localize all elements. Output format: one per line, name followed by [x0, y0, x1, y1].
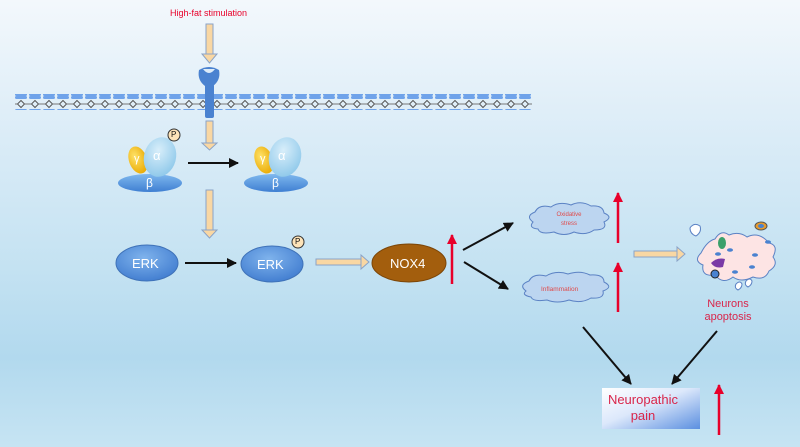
beta-label-2: β — [272, 176, 279, 190]
to-neurons-arrow — [633, 245, 686, 263]
alpha-label-2: α — [278, 148, 286, 163]
erk-phospho-badge — [291, 235, 305, 249]
oxidative-stress-cloud — [529, 202, 610, 235]
erk-to-nox4-arrow — [315, 253, 370, 271]
g-protein-complex — [244, 137, 308, 192]
beta-subunit — [118, 174, 182, 192]
gamma-subunit — [254, 146, 274, 174]
gamma-label: γ — [134, 153, 140, 165]
alpha-subunit — [268, 137, 302, 177]
phospho-label: P — [171, 130, 177, 139]
oxidative-label-line1: Oxidative — [556, 212, 582, 218]
alpha-subunit — [143, 137, 177, 177]
neuropathic-pain-box — [602, 388, 700, 429]
oxidative-stress-label: Oxidative stress — [549, 211, 589, 229]
phospho-badge — [167, 128, 181, 142]
inflammation-cloud — [522, 271, 610, 303]
inflammation-label: Inflammation — [541, 286, 579, 293]
neurons-label-line2: apoptosis — [704, 311, 752, 323]
receptor-to-gprotein-arrow — [200, 120, 219, 151]
neurons-apoptosis-label: Neurons apoptosis — [700, 298, 756, 324]
nox4-label: NOX4 — [390, 256, 426, 271]
gprotein-to-erk-arrow — [200, 189, 219, 239]
erk-node — [115, 244, 179, 282]
receptor-icon — [198, 67, 220, 118]
apoptosis-to-pain-arrow — [671, 330, 718, 385]
to-oxidative-stress-arrow — [462, 222, 514, 251]
beta-subunit — [244, 174, 308, 192]
gamma-subunit — [128, 146, 148, 174]
oxidative-label-line2: stress — [560, 221, 577, 227]
to-inflammation-arrow — [463, 261, 509, 290]
neurons-label-line1: Neurons — [707, 298, 749, 310]
apoptotic-neuron-icon — [689, 221, 776, 291]
erk-phosphorylated-node — [240, 245, 304, 283]
neuropathic-pain-label: Neuropathic pain — [602, 392, 684, 424]
erk-active-label: ERK — [257, 257, 284, 272]
nox4-node — [371, 243, 447, 283]
alpha-label: α — [153, 148, 161, 163]
gamma-label-2: γ — [260, 153, 266, 165]
pain-label-line2: pain — [630, 408, 656, 423]
cell-membrane — [15, 94, 532, 110]
erk-phospho-label: P — [295, 237, 301, 246]
g-protein-complex-phosphorylated — [118, 128, 182, 192]
stimulus-arrow — [200, 23, 219, 64]
erk-label: ERK — [132, 256, 159, 271]
inflammation-to-pain-arrow — [582, 326, 632, 385]
stimulus-label: High-fat stimulation — [170, 8, 248, 18]
pain-label-line1: Neuropathic — [607, 392, 679, 407]
beta-label: β — [146, 176, 153, 190]
